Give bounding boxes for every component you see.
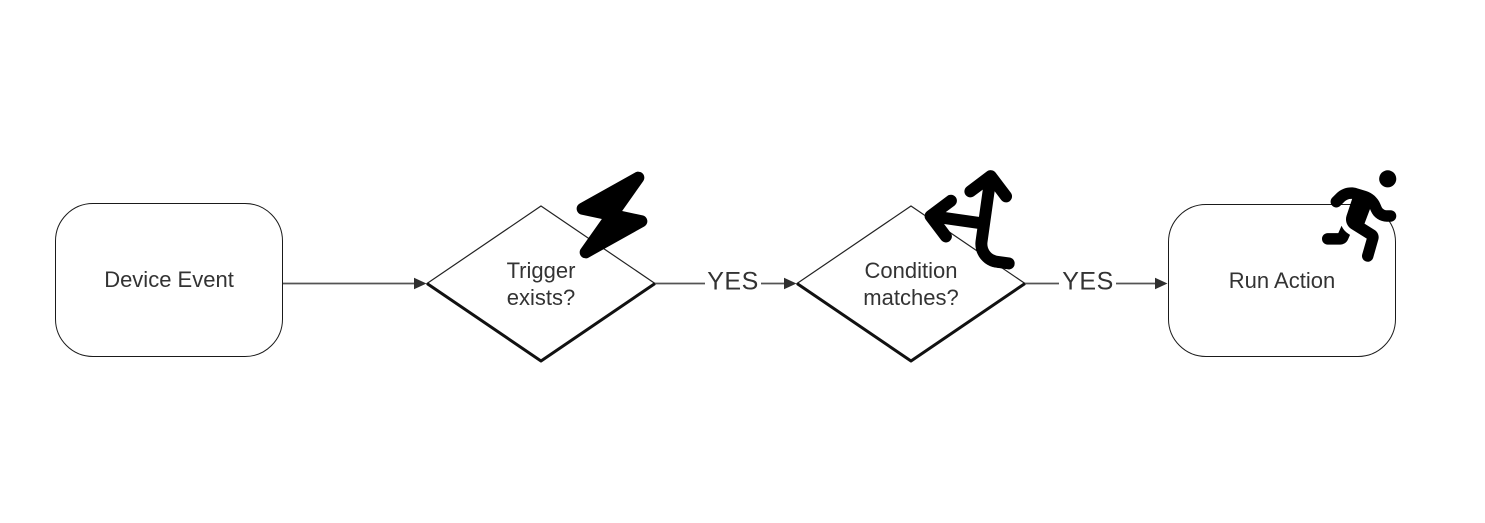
node-condition-matches-label: Condition matches? bbox=[863, 257, 958, 311]
person-running-icon bbox=[1322, 170, 1397, 262]
arrowhead-icon bbox=[414, 277, 427, 290]
condition-matches-label-line1: Condition bbox=[864, 258, 958, 283]
trigger-exists-label-line1: Trigger bbox=[506, 258, 576, 283]
node-device-event-label: Device Event bbox=[104, 267, 234, 292]
lightning-bolt-icon bbox=[576, 171, 648, 259]
diamond-trigger-exists-thick-edge bbox=[426, 282, 656, 363]
arrowhead-icon bbox=[784, 277, 797, 290]
trigger-exists-label-line2: exists? bbox=[506, 285, 576, 310]
arrowhead-icon bbox=[1155, 277, 1168, 290]
edge-label-yes-2: YES bbox=[1062, 267, 1114, 296]
edge-label-yes-1: YES bbox=[707, 267, 759, 296]
node-device-event[interactable]: Device Event bbox=[55, 203, 283, 357]
condition-matches-label-line2: matches? bbox=[863, 285, 959, 310]
diamond-condition-matches-thick-edge bbox=[796, 282, 1026, 363]
node-run-action-label: Run Action bbox=[1228, 267, 1336, 293]
arrows-split-up-left-icon bbox=[924, 170, 1015, 270]
node-trigger-exists-label: Trigger exists? bbox=[507, 257, 576, 311]
